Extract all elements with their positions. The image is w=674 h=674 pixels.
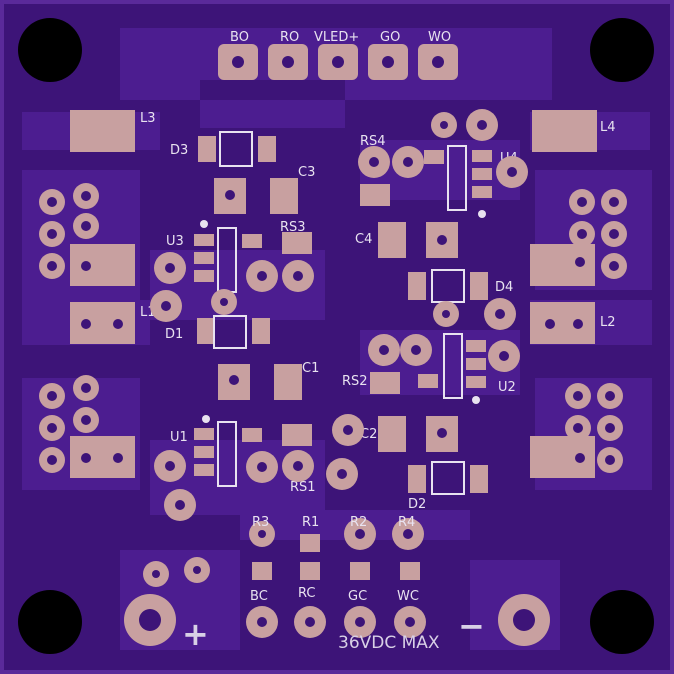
label-l2: L2 (600, 315, 616, 330)
label-u1: U1 (170, 430, 188, 445)
small-resistors: R1 R3 R2 R4 (252, 515, 420, 580)
label-l4: L4 (600, 120, 616, 135)
label-r4: R4 (398, 515, 415, 530)
label-d3: D3 (170, 143, 188, 158)
voltage-note: 36VDC MAX (338, 633, 440, 653)
sense-resistors: RS3 RS1 RS4 RS2 (280, 134, 400, 495)
label-c4: C4 (355, 232, 372, 247)
label-u2: U2 (498, 380, 516, 395)
bottom-header: BC RC GC WC (250, 586, 419, 604)
label-d4: D4 (495, 280, 513, 295)
label-rs1: RS1 (290, 480, 316, 495)
label-d2: D2 (408, 497, 426, 512)
mounting-holes (18, 18, 654, 654)
header-label-bc: BC (250, 589, 268, 604)
label-c3: C3 (298, 165, 315, 180)
via-holes (139, 120, 535, 631)
mount-hole-bl (18, 590, 82, 654)
header-label-vled: VLED+ (314, 30, 359, 45)
ic-footprints: U3 U1 U2 U4 (166, 145, 518, 487)
inductor-pads: L3 L4 L1 L2 (70, 110, 616, 478)
header-label-wo: WO (428, 30, 451, 45)
label-rs3: RS3 (280, 220, 306, 235)
top-header: BO RO VLED+ GO WO (218, 30, 458, 80)
label-c1: C1 (302, 361, 319, 376)
mount-hole-br (590, 590, 654, 654)
power-minus-mark: − (458, 607, 485, 645)
label-d1: D1 (165, 327, 183, 342)
label-c2: C2 (360, 427, 377, 442)
header-label-ro: RO (280, 30, 299, 45)
diodes: D3 D1 D4 D2 (165, 131, 513, 512)
label-u3: U3 (166, 234, 184, 249)
power-plus-mark: + (182, 615, 209, 653)
header-label-rc: RC (298, 586, 315, 601)
label-r1: R1 (302, 515, 319, 530)
label-r3: R3 (252, 515, 269, 530)
mount-hole-tr (590, 18, 654, 82)
header-label-go: GO (380, 30, 400, 45)
mount-hole-tl (18, 18, 82, 82)
label-rs2: RS2 (342, 374, 368, 389)
header-label-wc: WC (397, 589, 419, 604)
header-label-gc: GC (348, 589, 367, 604)
label-rs4: RS4 (360, 134, 386, 149)
header-label-bo: BO (230, 30, 249, 45)
label-l3: L3 (140, 111, 156, 126)
label-r2: R2 (350, 515, 367, 530)
side-connectors (39, 183, 627, 473)
